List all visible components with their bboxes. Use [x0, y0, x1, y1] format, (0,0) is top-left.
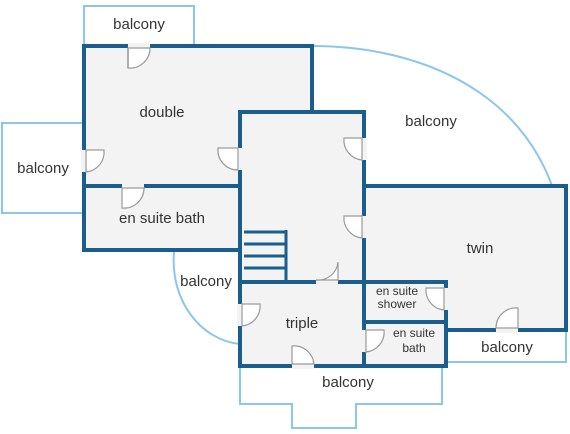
label-room-en-suite-shower-line2: shower [378, 297, 417, 311]
door-double-left [85, 149, 105, 173]
stairs [244, 230, 288, 282]
balcony-middle-left-outline [172, 251, 241, 345]
label-room-en-suite-shower-line1: en suite [376, 284, 418, 298]
room-twin [362, 184, 568, 332]
label-balcony-bottom: balcony [322, 374, 374, 391]
door-shower [425, 287, 445, 311]
door-triple-hall [315, 261, 339, 281]
door-double-hall [217, 147, 239, 171]
labels: balcony balcony balcony balcony balcony … [17, 16, 533, 391]
label-balcony-left: balcony [17, 160, 69, 177]
door-triple-bottom [291, 345, 315, 365]
label-room-triple: triple [286, 315, 319, 332]
balcony-bottom-outline [239, 366, 443, 429]
label-balcony-bottom-right: balcony [481, 339, 533, 356]
label-room-double: double [139, 104, 184, 121]
rooms [82, 44, 568, 368]
label-balcony-middle-left: balcony [180, 273, 232, 290]
door-small-bath [365, 329, 385, 353]
door-double-top [127, 47, 151, 69]
door-triple-left [241, 303, 261, 327]
label-room-en-suite-bath-upper: en suite bath [119, 210, 205, 227]
doors [81, 43, 519, 369]
door-hall-balcony [343, 137, 363, 161]
label-balcony-curved-right: balcony [405, 113, 457, 130]
label-room-twin: twin [467, 240, 494, 257]
label-room-en-suite-bath-small-line1: en suite [393, 326, 435, 340]
door-twin [343, 215, 363, 239]
label-room-en-suite-bath-small-line2: bath [402, 341, 425, 355]
door-twin-bottom [495, 307, 519, 329]
label-balcony-top: balcony [113, 16, 165, 33]
door-upper-bath [121, 187, 145, 209]
